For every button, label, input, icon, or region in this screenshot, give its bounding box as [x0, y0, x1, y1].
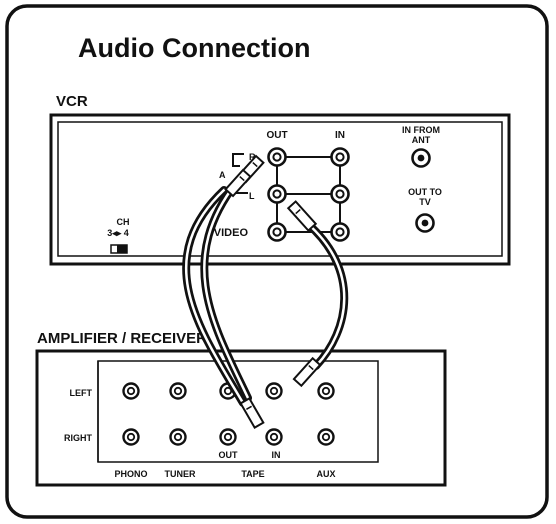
amp-tuner-right-jack[interactable]	[169, 428, 187, 446]
vcr-label: VCR	[56, 93, 88, 110]
cable-l-label: L	[249, 191, 255, 201]
vcr-audio-out-l-jack[interactable]	[267, 184, 287, 204]
vcr-ch-label: CH	[117, 217, 130, 227]
cable-a-plug-amp	[239, 397, 265, 429]
diagram-title: Audio Connection	[78, 33, 310, 63]
vcr-channel-switch[interactable]	[110, 244, 128, 254]
amp-tuner-label: TUNER	[165, 469, 196, 479]
vcr-video-in-jack[interactable]	[330, 222, 350, 242]
vcr-audio-in-l-jack[interactable]	[330, 184, 350, 204]
amp-right-label: RIGHT	[64, 433, 93, 443]
amp-phono-label: PHONO	[114, 469, 147, 479]
amp-tape-in-left-jack[interactable]	[265, 382, 283, 400]
amp-tuner-left-jack[interactable]	[169, 382, 187, 400]
vcr-ant-label: ANT	[412, 135, 431, 145]
vcr-out-label: OUT	[266, 130, 287, 141]
amp-left-label: LEFT	[70, 388, 93, 398]
amplifier-label: AMPLIFIER / RECEIVER	[37, 330, 207, 347]
amp-tape-out-right-jack[interactable]	[219, 428, 237, 446]
vcr-video-out-jack[interactable]	[267, 222, 287, 242]
audio-cable-b[interactable]	[304, 220, 349, 370]
amp-aux-label: AUX	[316, 469, 335, 479]
cable-r-label: R	[249, 152, 256, 162]
vcr-tv-out-connector[interactable]	[415, 213, 435, 233]
amp-aux-left-jack[interactable]	[317, 382, 335, 400]
vcr-video-label: VIDEO	[214, 227, 249, 239]
audio-cable-a[interactable]	[182, 179, 252, 407]
cable-a-plug-l	[224, 168, 252, 198]
vcr-audio-out-r-jack[interactable]	[267, 147, 287, 167]
vcr-tv-label: TV	[419, 197, 431, 207]
cable-b-plug-amp	[292, 356, 322, 388]
cable-a-label: A	[219, 170, 226, 180]
vcr-ch-values: 3◂▸ 4	[107, 228, 129, 238]
amp-tape-label: TAPE	[241, 469, 264, 479]
amp-tape-in-right-jack[interactable]	[265, 428, 283, 446]
amp-phono-right-jack[interactable]	[122, 428, 140, 446]
amp-aux-right-jack[interactable]	[317, 428, 335, 446]
vcr-ant-in-connector[interactable]	[411, 148, 431, 168]
amplifier-panel	[35, 349, 447, 487]
amp-tape-in-label: IN	[272, 450, 281, 460]
vcr-in-label: IN	[335, 130, 345, 141]
amp-tape-out-label: OUT	[219, 450, 239, 460]
vcr-out-to-tv-label: OUT TO	[408, 187, 442, 197]
amp-phono-left-jack[interactable]	[122, 382, 140, 400]
vcr-in-from-ant-label: IN FROM	[402, 125, 440, 135]
cable-b-plug-vcr	[286, 200, 318, 232]
vcr-audio-in-r-jack[interactable]	[330, 147, 350, 167]
